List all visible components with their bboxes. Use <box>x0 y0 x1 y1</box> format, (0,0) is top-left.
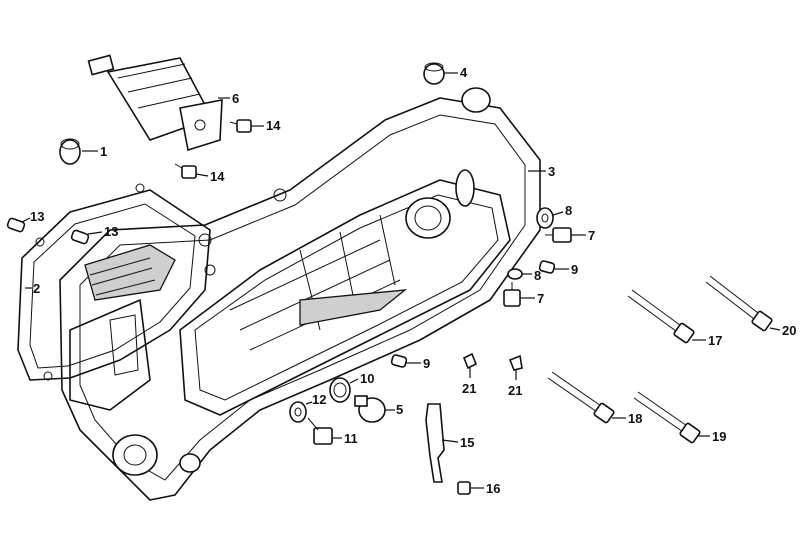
callout-3: 3 <box>548 164 555 179</box>
clip-parts-21 <box>462 352 523 371</box>
starter-motor-part <box>87 54 223 152</box>
callout-7a: 7 <box>588 228 595 243</box>
bolt-part-11 <box>307 417 333 445</box>
crankcase-body <box>59 87 541 501</box>
callout-20: 20 <box>782 323 796 338</box>
bush-part-4 <box>423 62 445 85</box>
plate-part-15 <box>425 403 445 483</box>
callout-16: 16 <box>486 481 500 496</box>
callout-14b: 14 <box>210 169 225 184</box>
washer-part-12 <box>289 401 307 423</box>
callout-labels: 1 2 3 4 5 6 7 7 8 8 9 9 10 11 12 13 13 1… <box>30 65 796 496</box>
callout-9a: 9 <box>571 262 578 277</box>
plug-part-5 <box>354 395 386 423</box>
leader-lines <box>21 72 781 489</box>
callout-6: 6 <box>232 91 239 106</box>
washers-8 <box>507 207 554 280</box>
bolt-part-16 <box>457 481 471 495</box>
gasket-part <box>17 183 211 381</box>
callout-19: 19 <box>712 429 726 444</box>
callout-1: 1 <box>100 144 107 159</box>
callout-13a: 13 <box>30 209 44 224</box>
callout-4: 4 <box>460 65 468 80</box>
callout-7b: 7 <box>537 291 544 306</box>
callout-21a: 21 <box>462 381 476 396</box>
callout-11: 11 <box>344 431 358 446</box>
callout-14a: 14 <box>266 118 281 133</box>
callout-10: 10 <box>360 371 374 386</box>
dowel-pins-9 <box>390 260 556 368</box>
dowel-pins-13 <box>6 217 90 245</box>
callout-17: 17 <box>708 333 722 348</box>
callout-15: 15 <box>460 435 474 450</box>
callout-2: 2 <box>33 281 40 296</box>
callout-8b: 8 <box>534 268 541 283</box>
long-bolts-17-20 <box>547 275 773 444</box>
callout-5: 5 <box>396 402 403 417</box>
callout-12: 12 <box>312 392 326 407</box>
oring-part-10 <box>329 377 351 403</box>
callout-9b: 9 <box>423 356 430 371</box>
callout-21b: 21 <box>508 383 522 398</box>
bush-part-1 <box>59 138 81 165</box>
callout-8a: 8 <box>565 203 572 218</box>
callout-13b: 13 <box>104 224 118 239</box>
callout-18: 18 <box>628 411 642 426</box>
